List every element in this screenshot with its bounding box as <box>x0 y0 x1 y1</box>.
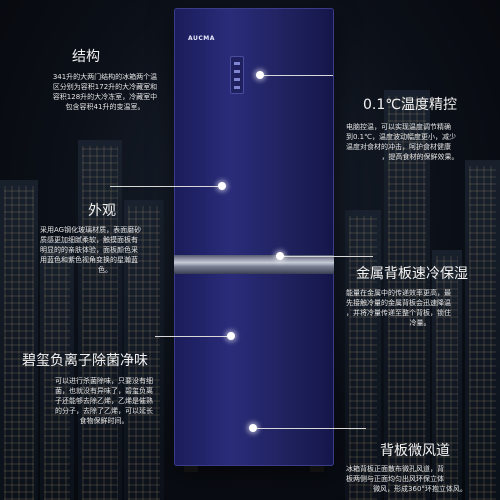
brand-logo: AUCMA <box>188 35 215 42</box>
appearance-text: 采用AG钢化玻璃材质，表面磨砂 质感更加细腻柔软，触摸面板有 明显的的亲肤体验，… <box>40 225 170 275</box>
airduct-line: 冰箱背板正面散布微孔风道，背 <box>346 465 444 473</box>
metal-line: 先接触冷量的金属背板会迅速降温 <box>346 299 451 307</box>
antibacterial-line: 菌，也就没有异味了，碧玺负离 <box>55 387 153 395</box>
appearance-title: 外观 <box>88 203 116 219</box>
antibacterial-line: 食物保鲜时间。 <box>79 417 129 425</box>
structure-title: 结构 <box>72 49 100 65</box>
refrigerator-upper-door <box>174 8 334 256</box>
metal-line: 能量在金属中的传递效率更高，最 <box>346 289 451 297</box>
temperature-line: 电脑控温，可以实现温度调节精确 <box>346 123 451 131</box>
appearance-line: 用蓝色和紫色视角变换的星瀚蓝 <box>40 256 138 264</box>
background-building <box>124 200 164 500</box>
callout-dot-temperature <box>256 71 264 79</box>
temperature-text: 电脑控温，可以实现温度调节精确 到0.1℃，温度波动幅度更小，减少 温度对食材的… <box>346 122 494 162</box>
background-building <box>0 180 38 500</box>
antibacterial-line: 的分子，去除了乙烯，可以延长 <box>55 407 153 415</box>
structure-line: 区分别为容积172升的大冷藏室和 <box>52 83 158 91</box>
leader-line-temperature <box>263 75 333 76</box>
antibacterial-line: 可以进行杀菌除味，只要没有细 <box>55 377 153 385</box>
leader-line-metal <box>283 256 373 257</box>
background-building <box>384 90 430 500</box>
airduct-line: 板两侧与正面均匀出风环保立体 <box>346 475 444 483</box>
structure-line: 341升的大两门结构的冰箱两个温 <box>52 73 158 81</box>
background-building <box>40 240 74 500</box>
leader-line-airduct <box>256 428 366 429</box>
callout-dot-appearance <box>218 182 226 190</box>
temperature-title: 0.1℃温度精控 <box>363 97 457 113</box>
structure-line: 容积128升的大冷冻室，冷藏室中 <box>52 93 158 101</box>
leader-line-appearance <box>110 186 222 187</box>
refrigerator-image: AUCMA <box>174 8 334 472</box>
appearance-line: 采用AG钢化玻璃材质，表面磨砂 <box>40 226 142 234</box>
temperature-line: 到0.1℃，温度波动幅度更小，减少 <box>346 133 456 141</box>
metal-handle-strip <box>174 255 334 274</box>
antibacterial-title: 碧玺负离子除菌净味 <box>22 353 148 369</box>
structure-text: 341升的大两门结构的冰箱两个温 区分别为容积172升的大冷藏室和 容积128升… <box>40 72 170 112</box>
appearance-line: 明显的的亲肤体验，面板颜色采 <box>40 246 138 254</box>
antibacterial-text: 可以进行杀菌除味，只要没有细 菌，也就没有异味了，碧玺负离 子还能够去除乙烯，乙… <box>36 376 172 426</box>
temperature-line: 温度对食材的冲击，呵护食材健康 <box>346 143 451 151</box>
callout-dot-airduct <box>249 424 257 432</box>
antibacterial-line: 子还能够去除乙烯，乙烯是催熟 <box>55 397 153 405</box>
airduct-text: 冰箱背板正面散布微孔风道，背 板两侧与正面均匀出风环保立体 微风，形成360°环… <box>346 464 494 494</box>
background-building <box>432 250 462 500</box>
leader-line-antibacterial <box>155 336 231 337</box>
callout-dot-antibacterial <box>227 332 235 340</box>
structure-line: 包含容积41升的变温室。 <box>65 103 145 111</box>
metal-line: ，并将冷量传递至整个背板，锁住 <box>346 309 451 317</box>
airduct-title: 背板微风道 <box>380 443 450 459</box>
appearance-line: 质感更加细腻柔软，触摸面板有 <box>40 236 138 244</box>
metal-line: 冷量。 <box>409 319 431 327</box>
appearance-line: 色。 <box>98 266 112 274</box>
metal-text: 能量在金属中的传递效率更高，最 先接触冷量的金属背板会迅速降温 ，并将冷量传递至… <box>346 288 494 328</box>
background-building <box>465 160 500 500</box>
airduct-line: 微风，形成360°环抱立体风。 <box>373 485 467 493</box>
temperature-line: ，提高食材的保鲜效果。 <box>381 153 459 161</box>
refrigerator-foot <box>310 466 324 472</box>
metal-title: 金属背板速冷保湿 <box>356 266 468 282</box>
background-building <box>345 210 381 500</box>
control-panel <box>230 56 244 94</box>
callout-dot-metal <box>276 252 284 260</box>
background-building <box>78 140 122 500</box>
refrigerator-foot <box>184 466 198 472</box>
